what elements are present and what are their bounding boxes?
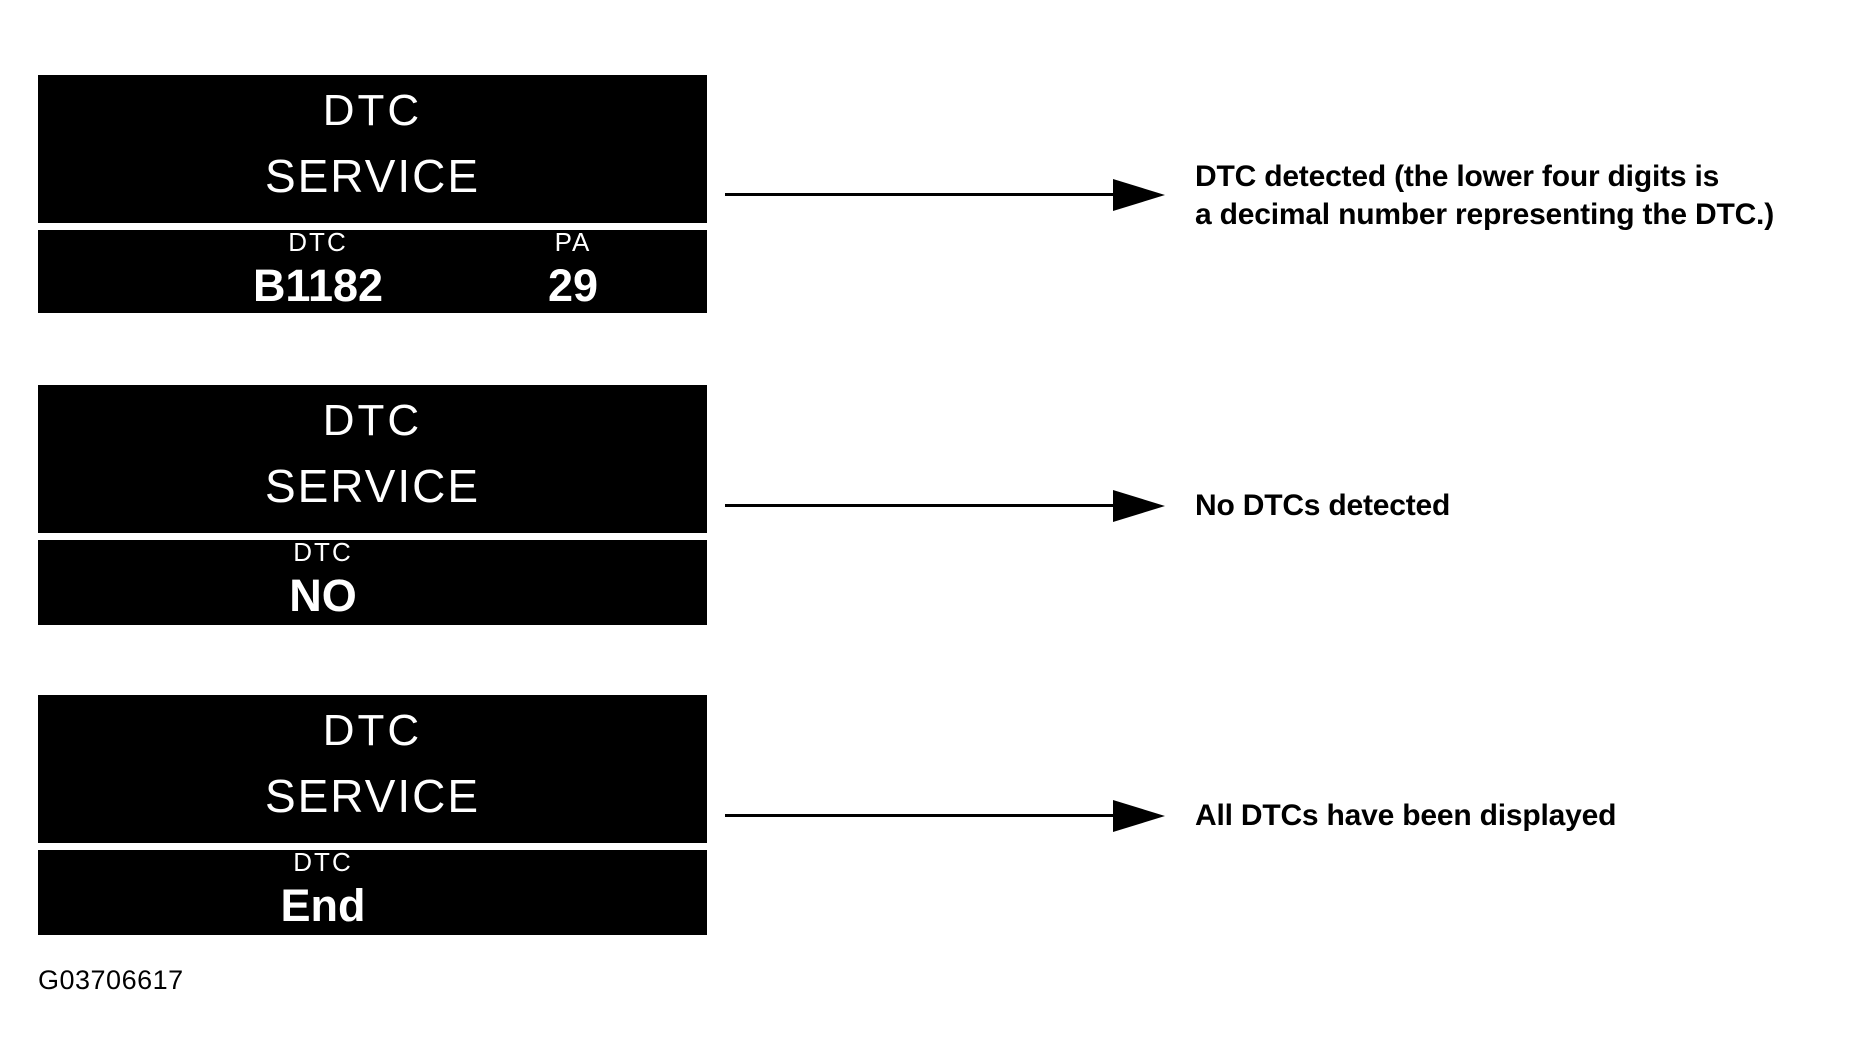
- readout-field-dtc: DTC End: [193, 849, 453, 928]
- display-title-line2: SERVICE: [264, 150, 481, 202]
- callout-text-no-dtc: No DTCs detected: [1195, 489, 1451, 522]
- callout-text-dtc-end: All DTCs have been displayed: [1195, 799, 1617, 832]
- readout-value-dtc: End: [280, 880, 366, 931]
- display-readout-row: DTC End: [38, 843, 707, 928]
- readout-value-dtc: B1182: [252, 260, 384, 311]
- display-header: DTC SERVICE: [38, 695, 707, 843]
- arrow-head-icon: [1113, 490, 1165, 522]
- display-divider-line: [38, 223, 707, 230]
- callout-arrow-no-dtc: [725, 485, 1165, 525]
- callout-arrow-dtc-detected: [725, 174, 1165, 214]
- readout-field-pa: PA 29: [498, 229, 648, 308]
- display-divider-line: [38, 533, 707, 540]
- display-panel-dtc-end: DTC SERVICE DTC End: [38, 695, 707, 935]
- arrow-shaft: [725, 504, 1117, 507]
- arrow-shaft: [725, 193, 1117, 196]
- callout-text-dtc-detected: DTC detected (the lower four digits is a…: [1195, 160, 1774, 231]
- readout-field-dtc: DTC B1182: [188, 229, 448, 308]
- display-title-line1: DTC: [322, 86, 423, 135]
- display-panel-dtc-detected: DTC SERVICE DTC B1182 PA 29: [38, 75, 707, 313]
- display-panel-no-dtc: DTC SERVICE DTC NO: [38, 385, 707, 625]
- display-readout-row: DTC B1182 PA 29: [38, 223, 707, 308]
- readout-label-dtc: DTC: [288, 227, 348, 257]
- display-title-line2: SERVICE: [264, 460, 481, 512]
- display-readout-row: DTC NO: [38, 533, 707, 618]
- readout-value-pa: 29: [547, 260, 599, 311]
- display-header: DTC SERVICE: [38, 385, 707, 533]
- display-header: DTC SERVICE: [38, 75, 707, 223]
- readout-value-dtc: NO: [289, 570, 357, 621]
- display-title-line2: SERVICE: [264, 770, 481, 822]
- arrow-head-icon: [1113, 179, 1165, 211]
- readout-label-dtc: DTC: [293, 847, 353, 877]
- callout-arrow-dtc-end: [725, 795, 1165, 835]
- readout-label-dtc: DTC: [293, 537, 353, 567]
- readout-field-dtc: DTC NO: [193, 539, 453, 618]
- display-title-line1: DTC: [322, 396, 423, 445]
- figure-caption: G03706617: [38, 965, 184, 995]
- arrow-head-icon: [1113, 800, 1165, 832]
- display-divider-line: [38, 843, 707, 850]
- readout-label-pa: PA: [554, 227, 592, 257]
- arrow-shaft: [725, 814, 1117, 817]
- display-title-line1: DTC: [322, 706, 423, 755]
